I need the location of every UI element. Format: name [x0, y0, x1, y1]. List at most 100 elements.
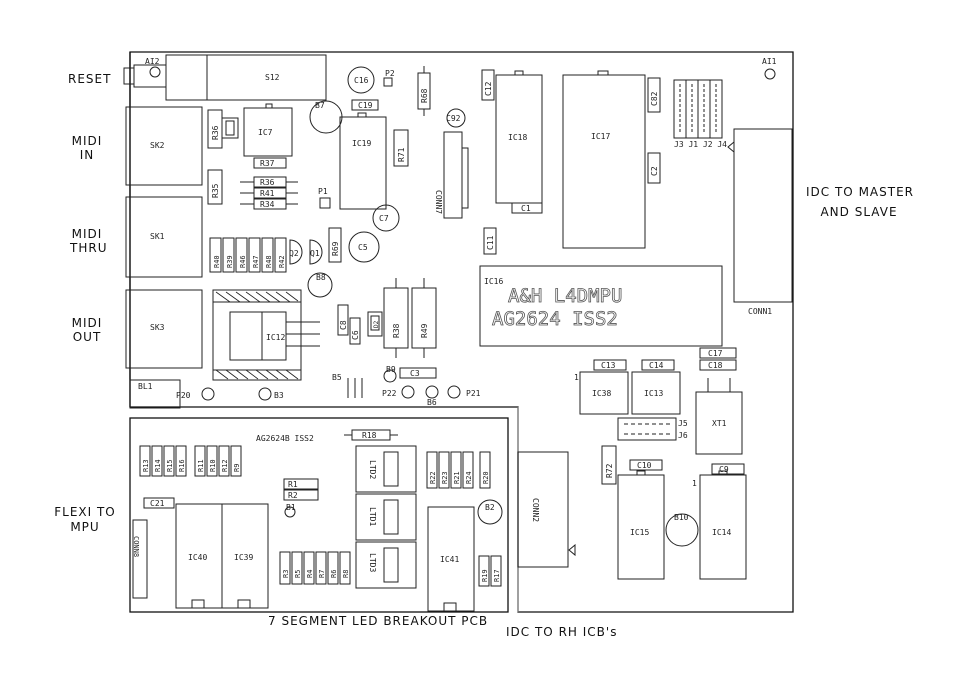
- ref-c3: C3: [410, 369, 420, 378]
- path-shape: [309, 239, 323, 265]
- label-flexi-2: MPU: [70, 520, 100, 534]
- switch-s12: [165, 54, 327, 101]
- rect-shape: [636, 470, 646, 476]
- ref-ic19: IC19: [352, 139, 371, 148]
- ref-r5: R5: [294, 570, 302, 578]
- rect-shape: [143, 497, 175, 509]
- circle-shape: [284, 506, 296, 518]
- ref-j5: J5: [678, 419, 688, 428]
- mount-hole-ai2: [149, 66, 161, 78]
- chip-ic13: [631, 371, 681, 415]
- ref-one: 1: [692, 479, 697, 488]
- ref-ic39: IC39: [234, 553, 253, 562]
- ref-c9: C9: [719, 465, 729, 474]
- rect-shape: [450, 451, 462, 489]
- chip-ic16: [479, 265, 723, 347]
- path-shape: [289, 239, 303, 265]
- rect-shape: [349, 317, 361, 345]
- rect-shape: [711, 463, 745, 475]
- ref-r13: R13: [142, 459, 150, 472]
- circle-shape: [372, 204, 400, 232]
- ref-ic38: IC38: [592, 389, 611, 398]
- connector-conn1: [733, 128, 793, 303]
- rect-shape: [601, 445, 617, 485]
- rect-shape: [461, 147, 469, 209]
- label-idc-master-2: AND SLAVE: [820, 205, 898, 219]
- ref-c5: C5: [358, 243, 368, 252]
- rect-shape: [248, 237, 261, 273]
- ref-c2: C2: [650, 166, 659, 176]
- ref-r6: R6: [330, 570, 338, 578]
- ref-r14: R14: [154, 459, 162, 472]
- ref-c21: C21: [150, 499, 165, 508]
- ref-sk3: SK3: [150, 323, 165, 332]
- rect-shape: [225, 120, 235, 136]
- rect-shape: [370, 315, 380, 331]
- rect-shape: [438, 451, 450, 489]
- rect-shape: [125, 289, 131, 369]
- rect-shape: [265, 103, 273, 109]
- ref-bl1: BL1: [138, 382, 153, 391]
- resistor-bank-lower-left: [139, 445, 242, 477]
- crystal-xt1: [695, 391, 743, 455]
- seven-segment-displays: [355, 445, 417, 589]
- ref-r7: R7: [318, 570, 326, 578]
- rect-shape: [339, 551, 351, 585]
- rect-shape: [367, 311, 383, 337]
- ref-ic18: IC18: [508, 133, 527, 142]
- ref-ic13: IC13: [644, 389, 663, 398]
- reset-button-stub: [123, 67, 135, 85]
- ref-b10: B10: [674, 513, 689, 522]
- ref-r23: R23: [441, 471, 449, 484]
- connector-conn8: [132, 519, 148, 599]
- ref-ic14: IC14: [712, 528, 731, 537]
- rect-shape: [462, 451, 474, 489]
- rect-shape: [593, 359, 627, 371]
- circle-shape: [447, 385, 461, 399]
- rect-shape: [261, 237, 274, 273]
- chip-ic17: [562, 74, 646, 249]
- label-midi-thru-1: MIDI: [71, 227, 103, 241]
- chip-ic14: [699, 474, 747, 580]
- ref-ic12: IC12: [266, 333, 285, 342]
- rect-shape: [514, 70, 524, 76]
- rect-shape: [718, 470, 728, 476]
- ref-r46: R46: [239, 255, 247, 268]
- ref-c8: C8: [339, 320, 348, 330]
- rect-shape: [699, 359, 737, 371]
- label-flexi-1: FLEXI TO: [54, 505, 116, 519]
- ref-p22: P22: [382, 389, 397, 398]
- rect-shape: [355, 493, 417, 541]
- regulator-heatsink: [212, 289, 320, 381]
- ref-ai2: AI2: [145, 57, 160, 66]
- rect-shape: [218, 445, 230, 477]
- ref-conn2: CONN2: [531, 498, 540, 522]
- ref-r4: R4: [306, 570, 314, 578]
- circle-shape: [665, 513, 699, 547]
- rect-shape: [337, 304, 349, 336]
- path-shape: [727, 141, 735, 153]
- ref-b3: B3: [274, 391, 284, 400]
- rect-shape: [393, 129, 409, 167]
- ref-ltd2: LTD2: [368, 460, 377, 479]
- rect-shape: [212, 289, 302, 381]
- ref-ic17: IC17: [591, 132, 610, 141]
- rect-shape: [355, 445, 417, 493]
- rect-shape: [351, 99, 379, 111]
- ref-r1: R1: [288, 480, 298, 489]
- ref-conn7: CONN7: [434, 190, 443, 214]
- label-idc-master-1: IDC TO MASTER: [806, 185, 914, 199]
- ref-ic40: IC40: [188, 553, 207, 562]
- rect-shape: [641, 359, 675, 371]
- rect-shape: [426, 451, 438, 489]
- rect-shape: [125, 196, 131, 278]
- rect-shape: [221, 117, 239, 139]
- ref-c11: C11: [486, 235, 495, 250]
- rect-shape: [235, 237, 248, 273]
- rect-shape: [699, 347, 737, 359]
- rect-shape: [647, 152, 661, 184]
- ref-p1: P1: [318, 187, 328, 196]
- ref-r8: R8: [342, 570, 350, 578]
- ref-b9: B9: [386, 365, 396, 374]
